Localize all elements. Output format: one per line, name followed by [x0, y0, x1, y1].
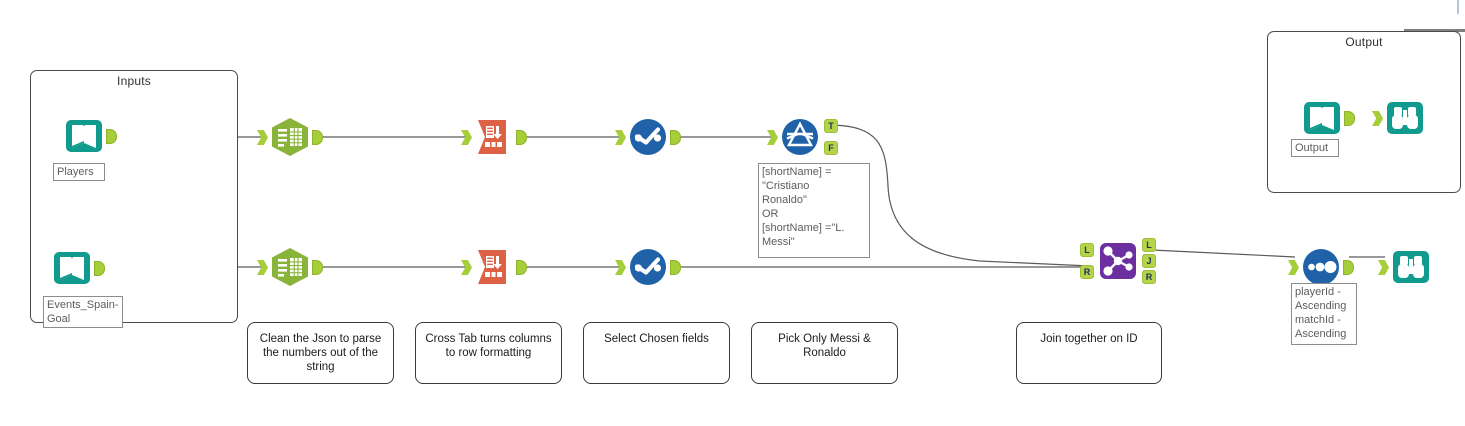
tool-container-output[interactable]: Output — [1267, 31, 1461, 193]
input-anchor[interactable] — [615, 130, 626, 145]
output-anchor[interactable] — [1343, 260, 1354, 275]
tool-select-bottom[interactable] — [615, 245, 681, 289]
output-anchor-l[interactable]: L — [1142, 238, 1156, 252]
input-anchor-r[interactable]: R — [1080, 265, 1094, 279]
tool-select-top[interactable] — [615, 115, 681, 159]
output-anchor-f[interactable]: F — [824, 141, 838, 155]
tool-label-sort-fields: playerId - Ascending matchId - Ascending — [1291, 283, 1357, 345]
tool-output-browse[interactable] — [1372, 96, 1427, 140]
comment-box-join[interactable]: Join together on ID — [1016, 322, 1162, 384]
output-anchor-r[interactable]: R — [1142, 270, 1156, 284]
comment-box-cross-tab[interactable]: Cross Tab turns columns to row formattin… — [415, 322, 562, 384]
tool-input-events[interactable] — [50, 246, 105, 290]
output-anchor[interactable] — [1344, 111, 1355, 126]
comment-box-filter[interactable]: Pick Only Messi & Ronaldo — [751, 322, 898, 384]
output-anchor-j[interactable]: J — [1142, 254, 1156, 268]
input-anchor[interactable] — [461, 130, 472, 145]
output-anchor-t[interactable]: T — [824, 119, 838, 133]
output-anchor[interactable] — [670, 130, 681, 145]
output-anchor[interactable] — [312, 130, 323, 145]
tool-label-events: Events_Spain- Goal — [43, 296, 123, 328]
tool-output-input[interactable] — [1300, 96, 1355, 140]
tool-crosstab-top[interactable] — [461, 115, 527, 159]
output-anchor[interactable] — [670, 260, 681, 275]
tool-cleanse-bottom[interactable] — [257, 245, 323, 289]
container-title-inputs: Inputs — [117, 74, 151, 88]
tool-cleanse-top[interactable] — [257, 115, 323, 159]
output-anchor[interactable] — [516, 130, 527, 145]
output-anchor[interactable] — [106, 129, 117, 144]
comment-box-clean-json[interactable]: Clean the Json to parse the numbers out … — [247, 322, 394, 384]
tool-label-output: Output — [1291, 139, 1339, 157]
input-anchor[interactable] — [615, 260, 626, 275]
input-anchor[interactable] — [767, 130, 778, 145]
tool-label-players: Players — [53, 163, 105, 181]
output-anchor[interactable] — [94, 261, 105, 276]
tool-input-players[interactable] — [62, 114, 117, 158]
input-anchor[interactable] — [1378, 260, 1389, 275]
tool-label-filter-expression: [shortName] = "Cristiano Ronaldo" OR [sh… — [758, 163, 870, 258]
input-anchor-l[interactable]: L — [1080, 243, 1094, 257]
tool-browse-main[interactable] — [1378, 245, 1433, 289]
input-anchor[interactable] — [257, 130, 268, 145]
input-anchor[interactable] — [1288, 260, 1299, 275]
input-anchor[interactable] — [1372, 111, 1383, 126]
container-title-output: Output — [1345, 35, 1383, 49]
output-anchor[interactable] — [516, 260, 527, 275]
comment-box-select[interactable]: Select Chosen fields — [583, 322, 730, 384]
output-anchor[interactable] — [312, 260, 323, 275]
input-anchor[interactable] — [257, 260, 268, 275]
wire-join-sort[interactable] — [1151, 249, 1296, 258]
window-edge-vertical — [1457, 0, 1459, 14]
tool-sort[interactable] — [1288, 245, 1354, 289]
window-edge-horizontal — [1404, 29, 1465, 32]
input-anchor[interactable] — [461, 260, 472, 275]
tool-crosstab-bottom[interactable] — [461, 245, 527, 289]
